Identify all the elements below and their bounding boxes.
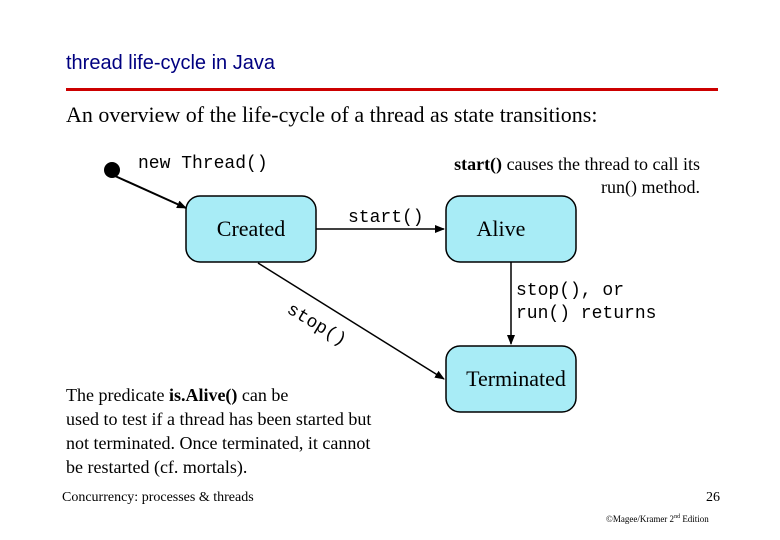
stop-transition-label-line2: run() returns <box>516 304 656 324</box>
start-note-line2: run() method. <box>601 177 700 198</box>
predicate-note-pre: The predicate <box>66 385 169 405</box>
created-stop-label: s t o p ( ) <box>283 300 350 351</box>
created-to-terminated-arrow <box>257 262 445 380</box>
initial-state-dot <box>104 162 120 178</box>
predicate-note-post: can be <box>237 385 288 405</box>
copyright-superscript: nd <box>674 514 681 520</box>
page-number: 26 <box>706 490 720 505</box>
start-note-bold: start() <box>454 154 502 175</box>
start-transition-label: start() <box>348 208 424 228</box>
title-divider <box>66 88 718 91</box>
predicate-note-line1: The predicate is.Alive() can be <box>66 385 288 406</box>
new-thread-arrow <box>114 175 187 209</box>
copyright-notice: ©Magee/Kramer 2nd Edition <box>606 514 709 524</box>
predicate-note-line2: used to test if a thread has been starte… <box>66 409 371 429</box>
predicate-note-bold: is.Alive() <box>169 385 237 406</box>
stop-transition-label-line1: stop(), or <box>516 281 624 301</box>
copyright-prefix: ©Magee/Kramer 2 <box>606 514 675 524</box>
start-note-line1: start() causes the thread to call its <box>454 154 700 175</box>
created-state-label: Created <box>217 216 285 241</box>
new-thread-label: new Thread() <box>138 154 268 174</box>
start-note-rest: causes the thread to call its <box>502 154 700 174</box>
terminated-state-label: Terminated <box>466 366 566 391</box>
predicate-note-line4: be restarted (cf. mortals). <box>66 457 247 478</box>
copyright-suffix: Edition <box>680 514 709 524</box>
terminated-state <box>445 345 577 413</box>
alive-state-label: Alive <box>477 216 526 241</box>
footer-course-title: Concurrency: processes & threads <box>62 490 254 505</box>
slide-subtitle: An overview of the life-cycle of a threa… <box>66 102 598 127</box>
slide-title: thread life-cycle in Java <box>66 52 275 74</box>
predicate-note-line3: not terminated. Once terminated, it cann… <box>66 433 370 453</box>
